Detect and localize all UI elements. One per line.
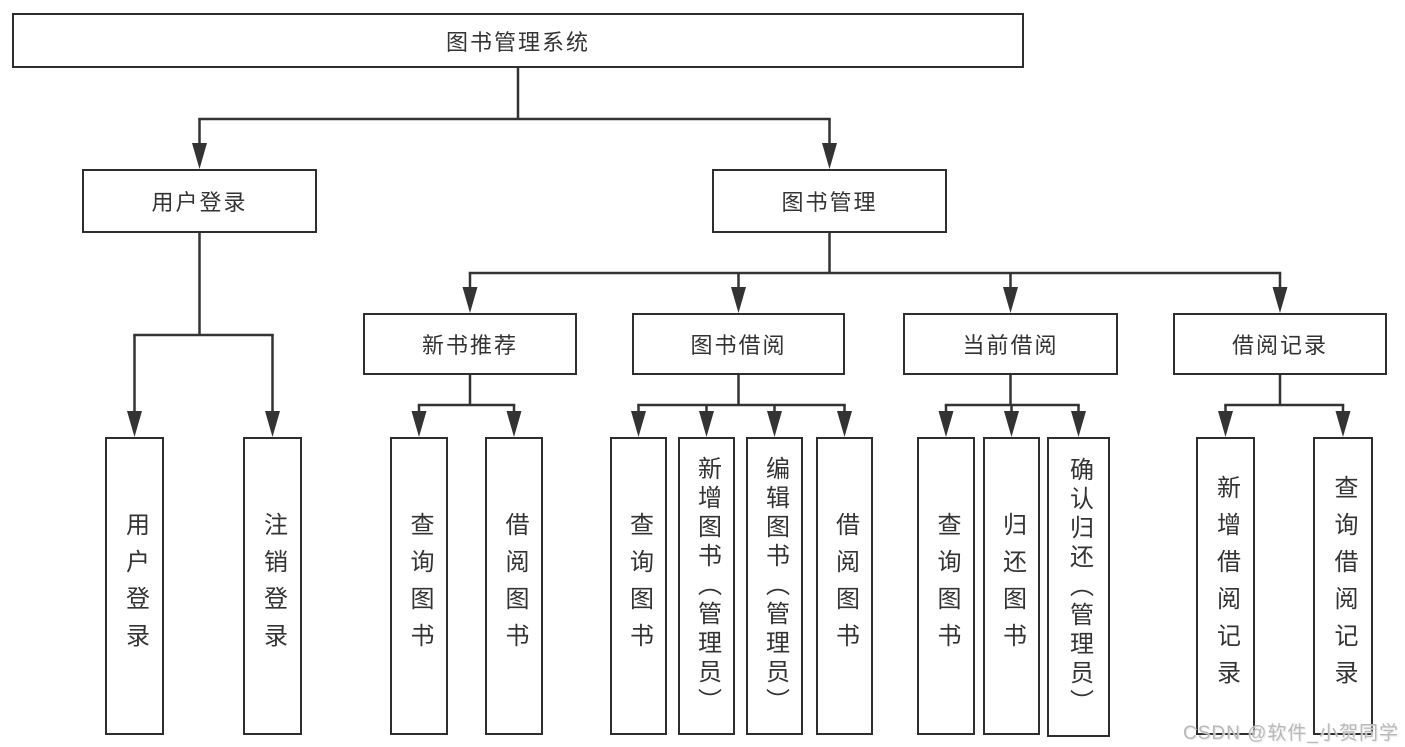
node-label: 新书推荐 <box>421 333 518 358</box>
node-book-management: 图书管理 <box>712 169 947 233</box>
node-leaf-user-login: 用户登录 <box>105 437 164 735</box>
node-user-login: 用户登录 <box>82 169 317 233</box>
node-new-book-recommend: 新书推荐 <box>363 313 577 375</box>
node-leaf-logout-login: 注销登录 <box>243 437 302 735</box>
node-label: 编辑图书（管理员） <box>761 455 789 717</box>
node-leaf-cur-return-book: 归还图书 <box>983 437 1040 735</box>
node-leaf-rec-borrow-book: 借阅图书 <box>485 437 543 735</box>
node-label: 借阅图书 <box>501 512 528 660</box>
node-leaf-bor-add-book: 新增图书（管理员） <box>678 437 735 735</box>
node-label: 新增借阅记录 <box>1212 475 1240 697</box>
node-book-borrowing: 图书借阅 <box>632 313 845 375</box>
node-label: 查询图书 <box>406 512 433 660</box>
node-leaf-cur-query-book: 查询图书 <box>917 437 975 735</box>
node-label: 借阅记录 <box>1231 333 1328 358</box>
node-label: 查询图书 <box>933 512 960 660</box>
node-label: 当前借阅 <box>962 333 1059 358</box>
node-label: 确认归还（管理员） <box>1065 456 1093 718</box>
node-label: 图书管理 <box>781 190 878 215</box>
node-label: 注销登录 <box>259 512 287 660</box>
node-label: 归还图书 <box>998 512 1026 660</box>
node-leaf-bor-query-book: 查询图书 <box>610 437 667 735</box>
node-leaf-rec-query-book: 查询图书 <box>390 437 448 735</box>
node-library-system: 图书管理系统 <box>12 13 1024 68</box>
node-label: 用户登录 <box>151 190 248 215</box>
node-leaf-rcd-add-record: 新增借阅记录 <box>1196 437 1255 735</box>
node-leaf-rcd-query-record: 查询借阅记录 <box>1313 437 1373 735</box>
node-label: 借阅图书 <box>831 512 859 660</box>
node-leaf-bor-edit-book: 编辑图书（管理员） <box>746 437 803 735</box>
node-label: 图书管理系统 <box>445 29 590 55</box>
node-label: 新增图书（管理员） <box>693 455 721 717</box>
node-leaf-bor-borrow-book: 借阅图书 <box>816 437 873 735</box>
node-current-borrowing: 当前借阅 <box>903 313 1118 375</box>
node-label: 用户登录 <box>121 512 149 660</box>
node-leaf-cur-confirm: 确认归还（管理员） <box>1047 437 1110 737</box>
node-label: 查询图书 <box>625 512 653 660</box>
node-label: 查询借阅记录 <box>1330 475 1357 697</box>
node-borrowing-records: 借阅记录 <box>1173 313 1387 375</box>
node-label: 图书借阅 <box>690 333 787 358</box>
csdn-watermark: CSDN @软件_小贺同学 <box>1183 723 1399 744</box>
